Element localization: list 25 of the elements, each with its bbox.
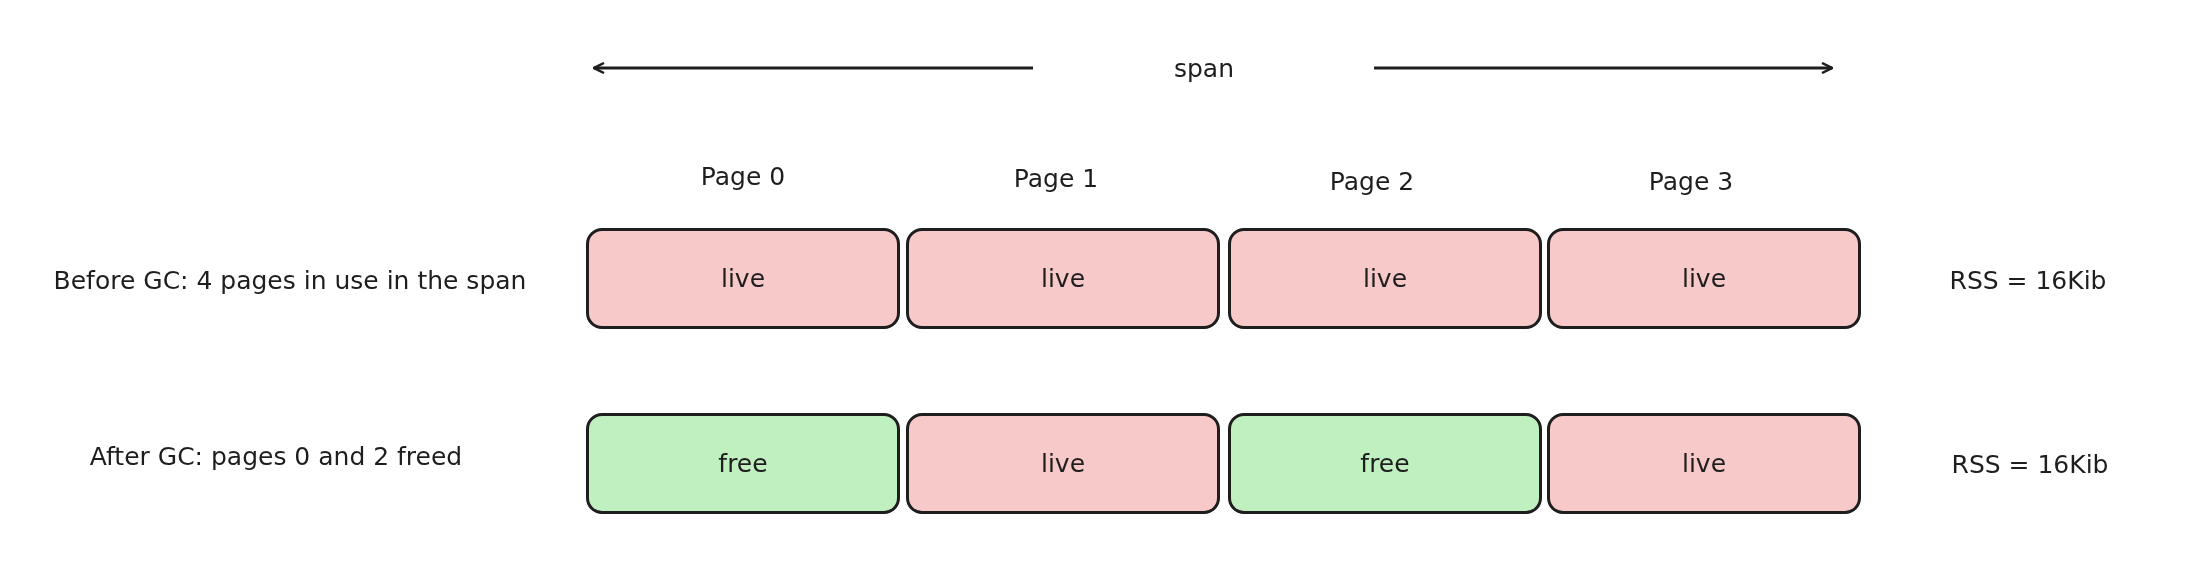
page-status-label: live [1040,449,1086,478]
span-label: span [1173,53,1235,83]
page-status-label: live [1362,264,1408,293]
page-label: Page 3 [1648,166,1734,196]
row-label: After GC: pages 0 and 2 freed [89,441,463,471]
memory-page-box [1547,413,1861,514]
page-status-label: live [1681,264,1727,293]
page-status-label: free [1360,449,1410,478]
memory-page-box [586,228,900,329]
memory-page-box [1547,228,1861,329]
rss-label: RSS = 16Kib [1949,265,2107,295]
page-status-label: live [1681,449,1727,478]
page-status-label: live [1040,264,1086,293]
page-label: Page 0 [700,161,786,191]
page-status-label: free [718,449,768,478]
page-label: Page 1 [1013,163,1099,193]
page-status-label: live [720,264,766,293]
memory-page-box [906,413,1220,514]
memory-page-box [1228,228,1542,329]
memory-page-box [906,228,1220,329]
row-label: Before GC: 4 pages in use in the span [53,265,527,295]
memory-page-box [586,413,900,514]
rss-label: RSS = 16Kib [1951,449,2109,479]
memory-page-box [1228,413,1542,514]
page-label: Page 2 [1329,166,1415,196]
